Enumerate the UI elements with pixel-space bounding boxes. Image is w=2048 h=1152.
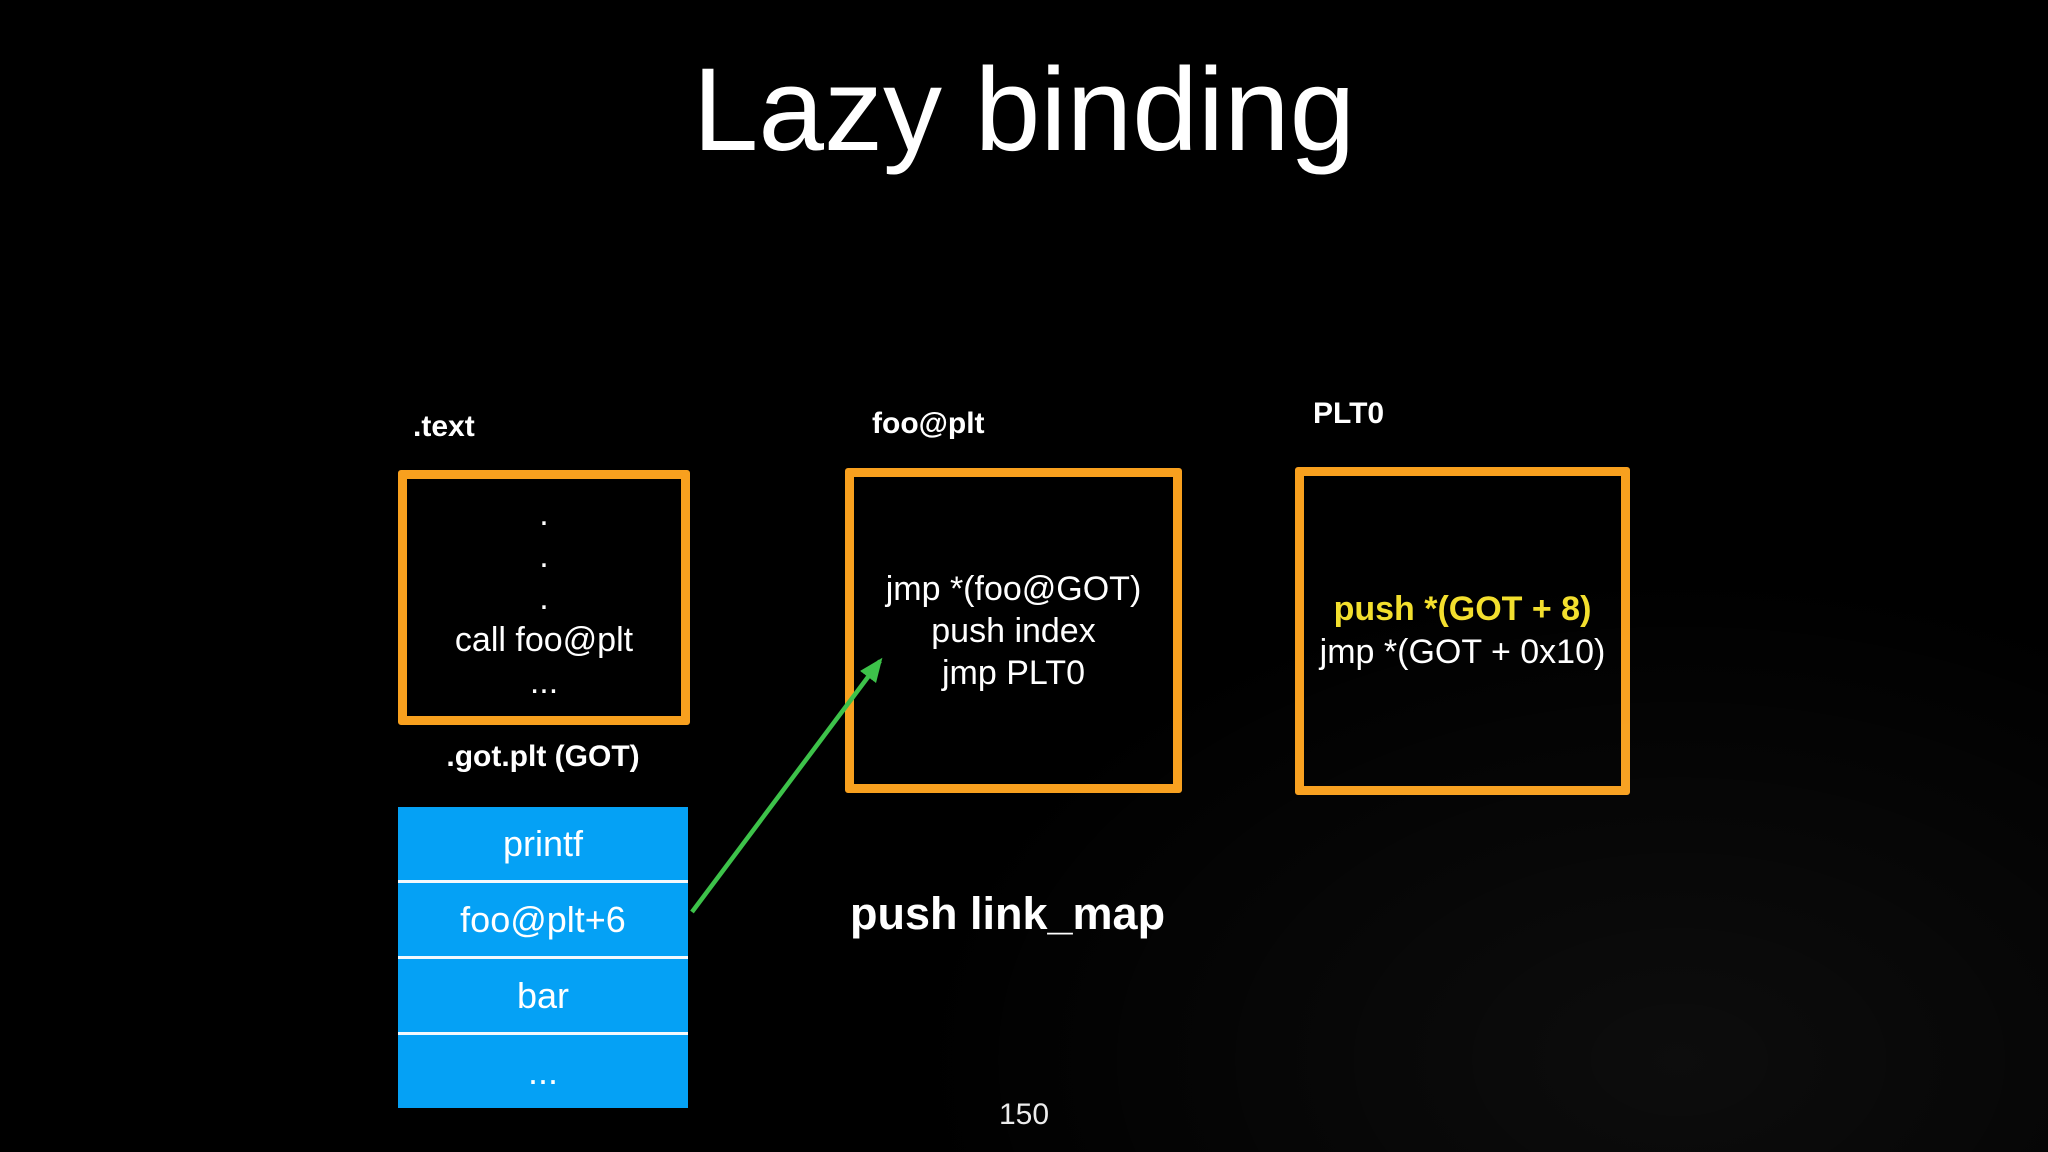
text-box-line: . — [539, 536, 549, 575]
got-row-bar: bar — [398, 956, 688, 1032]
got-row-printf: printf — [502, 822, 584, 864]
got-row-ellipsis: ... — [398, 1032, 688, 1108]
fooplt-section-box: jmp *(foo@GOT) push index jmp PLT0 — [845, 468, 1182, 793]
got-section-label: .got.plt (GOT) — [446, 740, 640, 773]
text-section-label: .text — [413, 410, 475, 443]
push-linkmap-text: push link_map — [850, 888, 1166, 939]
got-table: printf foo@plt+6 bar ... — [398, 807, 688, 1108]
text-box-line-call-fooplt: call foo@plt — [454, 620, 634, 659]
fooplt-box-line-jmp-got: jmp *(foo@GOT) — [885, 569, 1142, 608]
page-number: 150 — [998, 1098, 1050, 1131]
fooplt-box-line-push-index: push index — [931, 611, 1096, 650]
plt0-section-label: PLT0 — [1313, 397, 1385, 430]
fooplt-box-line-jmp-plt0: jmp PLT0 — [942, 653, 1085, 692]
fooplt-section-label: foo@plt — [872, 407, 985, 440]
plt0-box-line-push-got8: push *(GOT + 8) — [1333, 590, 1592, 628]
text-section-box: . . . call foo@plt ... — [398, 470, 690, 725]
text-box-line: . — [539, 578, 549, 617]
text-box-line: . — [539, 494, 549, 533]
plt0-section-box: push *(GOT + 8) jmp *(GOT + 0x10) — [1295, 467, 1630, 795]
got-row-fooplt6: foo@plt+6 — [398, 880, 688, 956]
plt0-box-line-jmp-got10: jmp *(GOT + 0x10) — [1319, 633, 1606, 671]
got-to-fooplt-arrow — [690, 657, 883, 914]
page-title: Lazy binding — [692, 44, 1356, 176]
text-box-line-ellipsis: ... — [529, 662, 559, 701]
